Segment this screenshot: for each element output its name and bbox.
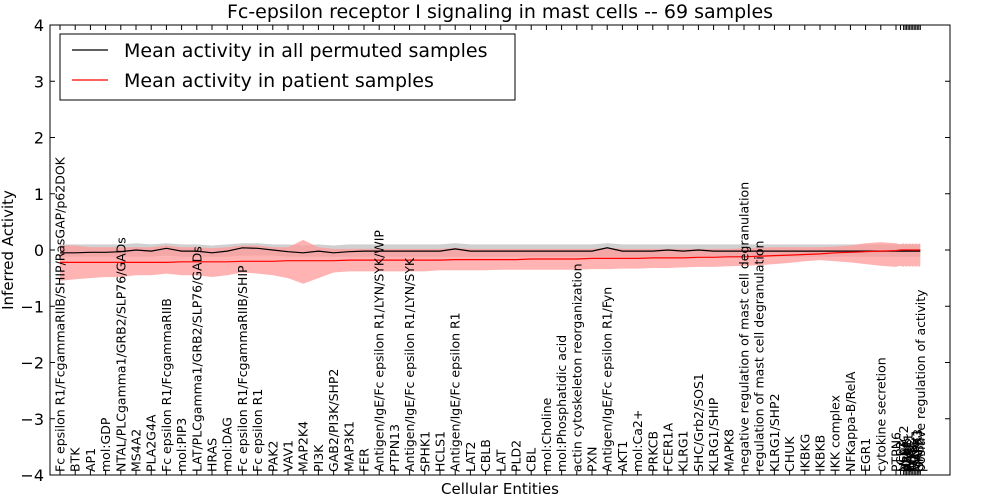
entity-label: PTPN6 (889, 432, 904, 472)
entity-label: CBLB (478, 439, 493, 472)
chart-title: Fc-epsilon receptor I signaling in mast … (227, 1, 773, 23)
entity-label: MAP3K1 (341, 421, 356, 472)
entity-label: BTK (68, 447, 83, 472)
y-tick-label: −4 (20, 466, 44, 485)
entity-label: MAP2K4 (296, 421, 311, 472)
entity-label: actin cytoskeleton reorganization (569, 263, 584, 472)
entity-label: mol:DAG (220, 417, 235, 472)
entity-label: cytokine secretion (873, 357, 888, 472)
entity-label: AKT1 (615, 441, 630, 472)
y-tick-label: 1 (34, 185, 44, 204)
entity-label: Antigen/IgE/Fc epsilon R1/Fyn (600, 287, 615, 472)
entity-label: Fc epsilon R1/FcgammaRIIB/SHIP (235, 265, 250, 472)
entity-label: BLNK (898, 438, 913, 472)
series-line-patient (60, 249, 921, 263)
entity-label: Antigen/IgE/Fc epsilon R1/LYN/SYK (402, 257, 417, 472)
legend-label-patient: Mean activity in patient samples (124, 70, 434, 92)
entity-label: GRB2 (911, 437, 926, 472)
entity-label: negative regulation of mast cell degranu… (737, 182, 752, 472)
entity-label: PLA2G4A (144, 414, 159, 472)
entity-label: LAT2 (463, 442, 478, 472)
entity-label: PLD2 (509, 440, 524, 472)
entity-label: HCLS1 (433, 431, 448, 472)
entity-label: NTAL/PLCgamma1/GRB2/SLP76/GADs (113, 237, 128, 472)
entity-label: positive regulation of activity (913, 289, 928, 472)
entity-label: Fc epsilon R1 (250, 389, 265, 472)
legend: Mean activity in all permuted samples Me… (59, 33, 516, 101)
entity-label: mol:GDP (98, 417, 113, 472)
entity-label: KLRG1/SHIP (706, 397, 721, 472)
entity-label: SHC/Grb2/SOS1 (691, 373, 706, 472)
y-tick-label: 0 (34, 241, 44, 260)
entity-label: MS4A2 (129, 429, 144, 472)
entity-label: EGR1 (858, 438, 873, 472)
entity-label: regulation of mast cell degranulation (752, 241, 767, 472)
entity-label: KLRG1 (676, 431, 691, 473)
entity-label: mol:Choline (539, 397, 554, 472)
series-line-permuted (60, 247, 921, 254)
entity-label: LAT (493, 449, 508, 472)
x-axis-label: Cellular Entities (441, 480, 559, 498)
entity-label: NFATC2 (896, 425, 911, 472)
entity-label: ABL1 (899, 440, 914, 472)
entity-label: JUN (905, 450, 920, 473)
entity-label: FCER1A (661, 423, 676, 472)
entity-label: PXN (585, 447, 600, 472)
entity-label: Antigen/IgE/Fc epsilon R1/LYN/SYK/WIP (372, 230, 387, 472)
entity-label: mol:Ca2+ (630, 410, 645, 472)
entity-label: LAT/PLCgamma1/GRB2/SLP76/GADs (189, 246, 204, 472)
entity-label: MAPK3 (910, 429, 925, 472)
legend-frame (59, 33, 516, 101)
entity-label: SPHK1 (417, 431, 432, 472)
entity-label: PTPN13 (387, 424, 402, 472)
entity-label: IKK complex (828, 395, 843, 472)
y-tick-label: −2 (20, 354, 44, 373)
entity-label: NFKappa-B/RelA (843, 371, 858, 472)
entity-label: Fc epsilon R1/FcgammaRIIB/SHIP/RasGAP/p6… (53, 156, 68, 472)
entity-label: PRKCB (645, 431, 660, 472)
entity-label: HRAS (205, 438, 220, 472)
entity-label: IKBKG (797, 434, 812, 472)
entity-label: PAK2 (265, 441, 280, 472)
entity-label: GAB2 (902, 437, 917, 472)
entity-label: IKBKB (813, 435, 828, 472)
entity-label: CBL (524, 448, 539, 472)
entity-label: KLRG1/SHP2 (767, 393, 782, 472)
y-axis-label: Inferred Activity (0, 190, 17, 310)
y-tick-label: −3 (20, 410, 44, 429)
entity-label: mol:Phosphatidic acid (554, 335, 569, 472)
entity-label: LCP2 (893, 441, 908, 472)
y-tick-label: 4 (34, 16, 44, 35)
y-tick-label: 3 (34, 72, 44, 91)
entity-label: MAPK8 (721, 429, 736, 472)
entity-label: PI3K (311, 444, 326, 472)
y-tick-label: 2 (34, 129, 44, 148)
entity-label: VAV1 (281, 440, 296, 472)
entity-label: Antigen/IgE/Fc epsilon R1 (448, 312, 463, 472)
entity-label: FER (357, 448, 372, 472)
entity-label: AP1 (83, 448, 98, 472)
entity-label: ELK1 (907, 441, 922, 472)
entity-label: Fc epsilon R1/FcgammaRIIB (159, 298, 174, 472)
entity-label: CHUK (782, 436, 797, 472)
entity-label: WIPF1 (901, 433, 916, 472)
legend-label-permuted: Mean activity in all permuted samples (124, 40, 487, 62)
entity-label: mol:PIP3 (174, 418, 189, 472)
entity-label: FOS (904, 447, 919, 472)
entity-label: MAPK1 (908, 429, 923, 472)
entity-label: GAB2/PI3K/SHP2 (326, 369, 341, 472)
y-tick-label: −1 (20, 297, 44, 316)
